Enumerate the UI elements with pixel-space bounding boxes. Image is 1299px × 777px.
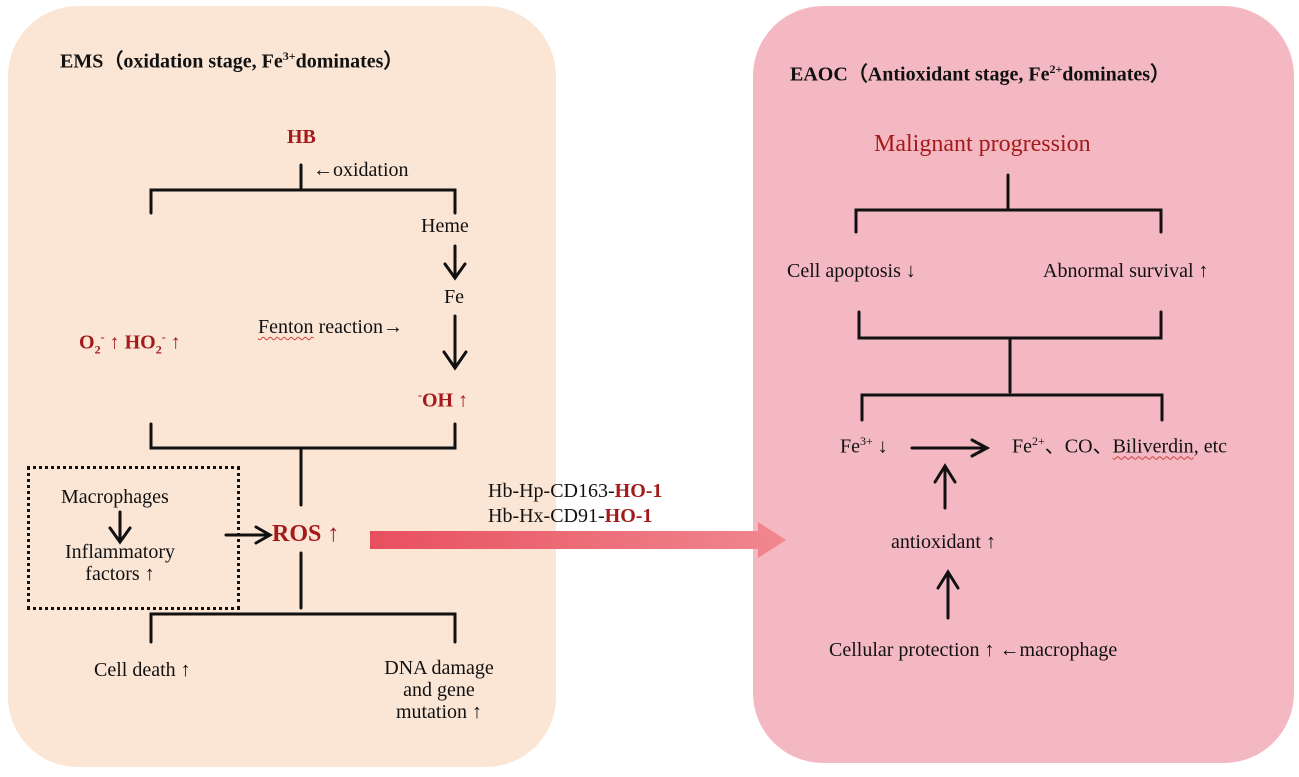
cell-death-label: Cell death ↑ — [94, 659, 191, 681]
fe-bracket — [860, 393, 1164, 422]
superoxide-label: O2- ↑ HO2- ↑ — [79, 330, 181, 357]
fenton-label: Fenton reaction→ — [258, 316, 403, 338]
antioxidant-label: antioxidant ↑ — [891, 531, 996, 553]
hb-label: HB — [287, 126, 316, 148]
transition-arrow — [370, 522, 786, 558]
hb-bracket — [149, 188, 457, 215]
eaoc-title: EAOC（Antioxidant stage, Fe2+dominates） — [790, 62, 1171, 86]
apoptosis-bracket — [857, 310, 1163, 340]
macrophages-label: Macrophages — [61, 486, 169, 508]
heme-label: Heme — [421, 215, 469, 237]
eaoc-panel — [753, 6, 1294, 763]
malignant-label: Malignant progression — [874, 131, 1091, 157]
macrophage-arrow — [108, 510, 132, 545]
cellular-protection-label: Cellular protection ↑ ←macrophage — [829, 639, 1118, 661]
heme-fe-arrow — [443, 244, 467, 281]
abnormal-label: Abnormal survival ↑ — [1043, 260, 1209, 282]
ros-merge-bracket — [149, 422, 457, 450]
ems-title: EMS（oxidation stage, Fe3+dominates） — [60, 49, 404, 73]
products-label: Fe2+、CO、Biliverdin, etc — [1012, 434, 1227, 458]
antioxidant-up-arrow — [933, 463, 957, 510]
cellular-up-arrow — [936, 569, 960, 620]
ros-split-bracket — [149, 612, 457, 644]
apoptosis-label: Cell apoptosis ↓ — [787, 260, 916, 282]
fe3-label: Fe3+ ↓ — [840, 434, 888, 458]
fe-label: Fe — [444, 286, 464, 308]
inflammatory-ros-arrow — [224, 525, 274, 545]
malignant-bracket — [854, 208, 1163, 234]
fe3-fe2-arrow — [910, 438, 991, 458]
oxidation-label: ←oxidation — [313, 159, 409, 181]
fe-oh-arrow — [442, 314, 468, 371]
ros-label: ROS ↑ — [272, 521, 340, 547]
hydroxyl-label: -OH ↑ — [418, 388, 469, 412]
pathway-cd91: Hb-Hx-CD91-HO-1 — [488, 505, 653, 527]
ems-panel — [8, 6, 556, 767]
pathway-cd163: Hb-Hp-CD163-HO-1 — [488, 480, 663, 502]
macrophage-box — [27, 466, 240, 610]
